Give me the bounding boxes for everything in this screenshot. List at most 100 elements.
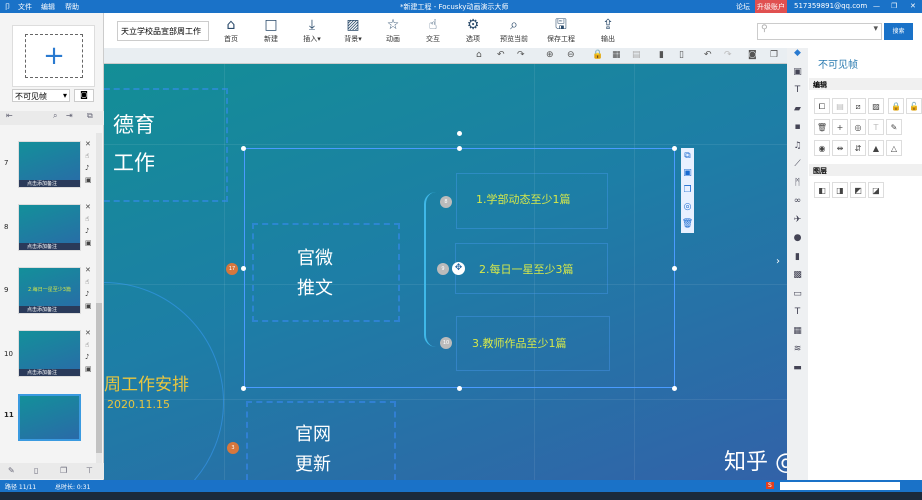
lock-icon[interactable]: 🔒 [592, 50, 604, 60]
preview-button[interactable]: ⌕预览当前 [496, 17, 532, 44]
order-badge[interactable]: 9 [437, 263, 449, 275]
slide-thumb-9[interactable]: 2.每日一星至少3篇点击添加备注 [18, 267, 81, 314]
window-icon[interactable]: ▭ [793, 288, 802, 299]
music-icon[interactable]: ♫ [793, 140, 802, 151]
undo-icon[interactable]: ↶ [704, 50, 712, 60]
project-name-input[interactable]: 天立学校品宣部周工作 [117, 21, 209, 41]
redo-icon[interactable]: ↷ [724, 50, 732, 60]
copy-icon[interactable]: ▮ [659, 50, 664, 60]
bring-front-icon[interactable]: ◧ [814, 182, 830, 198]
align-icon[interactable]: ▤ [832, 98, 848, 114]
slide-tools-icon[interactable]: ✕☝♪▣ [85, 266, 92, 310]
unlock-icon[interactable]: 🔓 [906, 98, 922, 114]
export-button[interactable]: ⇪输出 [590, 17, 626, 44]
compass-icon[interactable]: ● [793, 233, 802, 243]
window-icon[interactable]: ❐ [770, 50, 779, 60]
rotate-handle[interactable] [457, 131, 462, 136]
deyu-frame[interactable] [104, 88, 228, 202]
layers-icon[interactable]: ≋ [793, 344, 802, 354]
canvas[interactable]: 德育工作 周工作安排 2020.11.15 官微推文 1.学部动态至少1篇 2.… [104, 64, 787, 480]
chevron-right-icon[interactable]: › [776, 256, 780, 267]
paste-icon[interactable]: ▤ [632, 50, 641, 60]
menu-edit[interactable]: 编辑 [41, 3, 55, 11]
image-icon[interactable]: ▣ [793, 66, 802, 77]
mountain-icon[interactable]: ▲ [868, 140, 884, 156]
send-back-icon[interactable]: ◨ [832, 182, 848, 198]
order-badge[interactable]: 3 [227, 442, 239, 454]
menu-file[interactable]: 文件 [18, 3, 32, 11]
video-icon[interactable]: ▪ [794, 122, 801, 132]
camera-icon[interactable]: ◙ [74, 89, 94, 102]
slide-tools-icon[interactable]: ✕☝♪▣ [85, 140, 92, 184]
flip-h-icon[interactable]: ⇹ [832, 140, 848, 156]
order-badge[interactable]: 8 [440, 196, 452, 208]
grid-icon[interactable]: ▦ [612, 50, 621, 60]
text-icon[interactable]: T [868, 119, 884, 135]
rotate-left-icon[interactable]: ↶ [497, 50, 505, 60]
animation-button[interactable]: ☆动画 [375, 17, 411, 44]
interact-button[interactable]: ☝交互 [415, 17, 451, 44]
camera-icon[interactable]: ◙ [748, 50, 757, 60]
slide-thumb-11[interactable] [18, 394, 81, 441]
ime-icon[interactable]: S [766, 482, 774, 489]
collapse-right-icon[interactable]: ⇥ [66, 111, 73, 120]
search-input[interactable]: ⚲▾ [757, 23, 882, 40]
copy-icon[interactable]: ❐ [681, 182, 694, 199]
frame-icon[interactable]: ◆ [794, 48, 801, 58]
move-icon[interactable]: ✥ [452, 262, 465, 275]
mountain-alt-icon[interactable]: △ [886, 140, 902, 156]
lock-icon[interactable]: 🔒 [888, 98, 904, 114]
zoom-in-icon[interactable]: ⊕ [546, 50, 554, 60]
image-icon[interactable]: ▨ [868, 98, 884, 114]
minimize-button[interactable]: — [873, 2, 880, 10]
insert-button[interactable]: ⤓插入▾ [294, 17, 330, 44]
slide-tools-icon[interactable]: ✕☝♪▣ [85, 203, 92, 247]
order-badge[interactable]: 17 [226, 263, 238, 275]
device-icon[interactable]: ▬ [793, 362, 802, 373]
layout-icon[interactable]: ⧉ [87, 111, 93, 120]
eye-icon[interactable]: ◉ [814, 140, 830, 156]
frame-icon[interactable]: ▣ [681, 165, 694, 182]
trash-icon[interactable]: 🗑 [814, 119, 830, 135]
new-button[interactable]: □新建 [253, 17, 289, 44]
account-label[interactable]: 517359891@qq.com [794, 2, 868, 10]
copy-icon[interactable]: ❐ [60, 466, 68, 475]
top-icon[interactable]: ⊤ [86, 466, 93, 475]
home-button[interactable]: ⌂首页 [213, 17, 249, 44]
item-box-3[interactable] [456, 316, 610, 371]
forum-link[interactable]: 论坛 [736, 3, 750, 11]
crop-icon[interactable]: ⧄ [850, 98, 866, 114]
people-icon[interactable]: ᛗ [794, 177, 801, 188]
slide-thumb-7[interactable]: 点击添加备注 [18, 141, 81, 188]
guanwang-frame[interactable] [246, 401, 396, 480]
zoom-out-icon[interactable]: ⊖ [567, 50, 575, 60]
forward-icon[interactable]: ◩ [850, 182, 866, 198]
slide-thumb-8[interactable]: 点击添加备注 [18, 204, 81, 251]
brush-icon[interactable]: ✎ [886, 119, 902, 135]
slide-thumb-10[interactable]: 点击添加备注 [18, 330, 81, 377]
group-icon[interactable]: ⧉ [681, 148, 694, 165]
shirt-icon[interactable]: T [794, 307, 801, 317]
trash-icon[interactable]: 🗑 [681, 216, 694, 233]
slide-tools-icon[interactable]: ✕☝♪▣ [85, 329, 92, 373]
save-button[interactable]: 🖫保存工程 [543, 17, 579, 44]
guanwei-frame[interactable] [252, 223, 400, 322]
flip-v-icon[interactable]: ⇵ [850, 140, 866, 156]
home-view-icon[interactable]: ⌂ [476, 50, 482, 60]
plus-icon[interactable]: + [832, 119, 848, 135]
target-icon[interactable]: ◎ [850, 119, 866, 135]
chart-icon[interactable]: ⟋ [794, 159, 801, 169]
background-button[interactable]: ▨背景▾ [335, 17, 371, 44]
scrollbar[interactable] [96, 133, 102, 463]
duplicate-icon[interactable]: ▯ [679, 50, 684, 60]
frame-type-select[interactable]: 不可见帧▾ [12, 89, 70, 102]
order-badge[interactable]: 10 [440, 337, 452, 349]
phone-icon[interactable]: ▮ [795, 251, 800, 262]
text-icon[interactable]: T [794, 85, 801, 95]
restore-button[interactable]: ❐ [891, 2, 898, 10]
note-icon[interactable]: ▯ [34, 466, 39, 475]
item-box-1[interactable] [456, 173, 608, 229]
add-frame-button[interactable]: + [12, 25, 95, 87]
menu-help[interactable]: 帮助 [65, 3, 79, 11]
album-icon[interactable]: ▩ [793, 270, 802, 280]
